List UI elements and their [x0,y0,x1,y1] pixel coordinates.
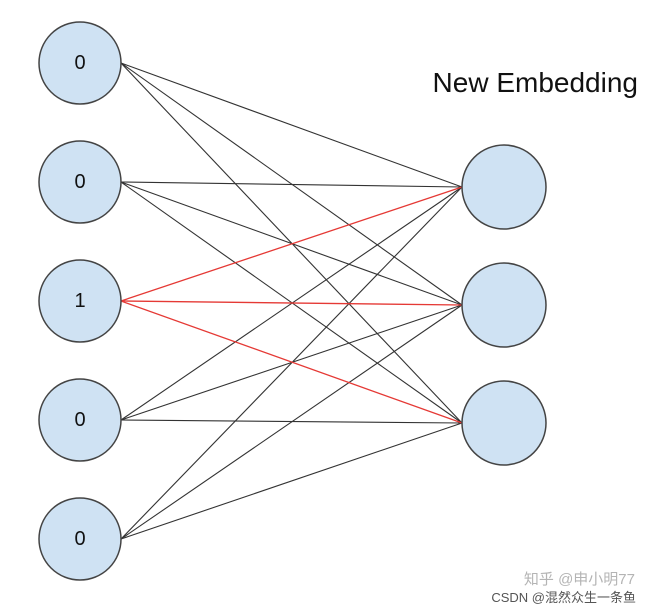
input-node-circle [38,259,122,343]
embedding-title: New Embedding [433,67,638,98]
input-node: 0 [38,378,122,462]
input-node-label: 0 [74,528,85,550]
input-node-circle [38,497,122,581]
input-node-circle [38,378,122,462]
input-node: 0 [38,497,122,581]
highlight-edge [120,186,463,302]
input-node-label: 0 [74,52,85,74]
input-node-label: 0 [74,409,85,431]
embedding-node [461,144,547,230]
edge [120,304,463,540]
edge [120,422,463,540]
highlight-edge [120,300,463,424]
input-node-label: 1 [74,290,85,312]
input-layer: 0 0 1 0 0 [38,21,122,581]
embedding-node [461,262,547,348]
highlight-edge [120,300,463,306]
edge [120,62,463,188]
input-node-label: 0 [74,171,85,193]
input-node-circle [38,140,122,224]
input-node-circle [38,21,122,105]
embedding-node [461,380,547,466]
connection-edges [120,62,463,540]
credit-text: CSDN @混然众生一条鱼 [491,590,636,605]
embedding-layer [461,144,547,466]
input-node: 0 [38,140,122,224]
edge [120,186,463,540]
input-node: 0 [38,21,122,105]
edge [120,181,463,188]
watermark-text: 知乎 @申小明77 [524,571,635,588]
input-node: 1 [38,259,122,343]
